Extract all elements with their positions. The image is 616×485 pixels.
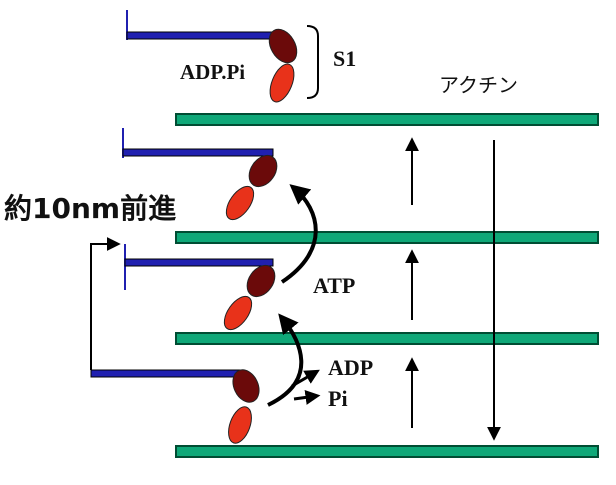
pi-label: Pi bbox=[328, 386, 348, 411]
myosin-head-light bbox=[225, 185, 255, 221]
atp-label: ATP bbox=[313, 273, 355, 298]
advance-label: 約10nm前進 bbox=[4, 192, 176, 225]
s1-bracket bbox=[306, 25, 319, 99]
actin-filament-4 bbox=[175, 445, 599, 458]
myosin-head-light bbox=[228, 406, 252, 444]
actin-filament-2 bbox=[175, 231, 599, 244]
myosin-stage-3 bbox=[124, 244, 276, 331]
advance-bracket-arrow bbox=[90, 237, 121, 370]
myosin-stage-4 bbox=[90, 369, 260, 444]
myosin-rod bbox=[90, 369, 244, 378]
s1-label: S1 bbox=[333, 46, 356, 71]
adp-pi-curved-arrow bbox=[267, 313, 304, 407]
atp-curved-arrow bbox=[280, 184, 318, 284]
actin-label: アクチン bbox=[439, 73, 518, 97]
pi-branch-arrow bbox=[293, 389, 321, 405]
myosin-head-dark bbox=[232, 369, 260, 403]
myosin-rod bbox=[122, 148, 274, 157]
myosin-head-light bbox=[223, 295, 253, 331]
myosin-stage-2 bbox=[122, 128, 278, 221]
myosin-head-dark bbox=[248, 154, 278, 188]
actin-filament-3 bbox=[175, 332, 599, 345]
myosin-stage-1 bbox=[126, 10, 319, 103]
adp-pi-top-label: ADP.Pi bbox=[180, 60, 245, 84]
myosin-rod bbox=[124, 258, 274, 267]
adp-branch-arrow bbox=[291, 369, 320, 388]
actin-filament-1 bbox=[175, 113, 599, 126]
myosin-head-dark bbox=[268, 28, 298, 64]
myosin-head-dark bbox=[246, 264, 276, 298]
actin-filaments bbox=[175, 113, 599, 458]
myosin-rod bbox=[126, 31, 274, 40]
adp-label: ADP bbox=[328, 355, 373, 380]
myosin-head-light bbox=[269, 63, 295, 103]
